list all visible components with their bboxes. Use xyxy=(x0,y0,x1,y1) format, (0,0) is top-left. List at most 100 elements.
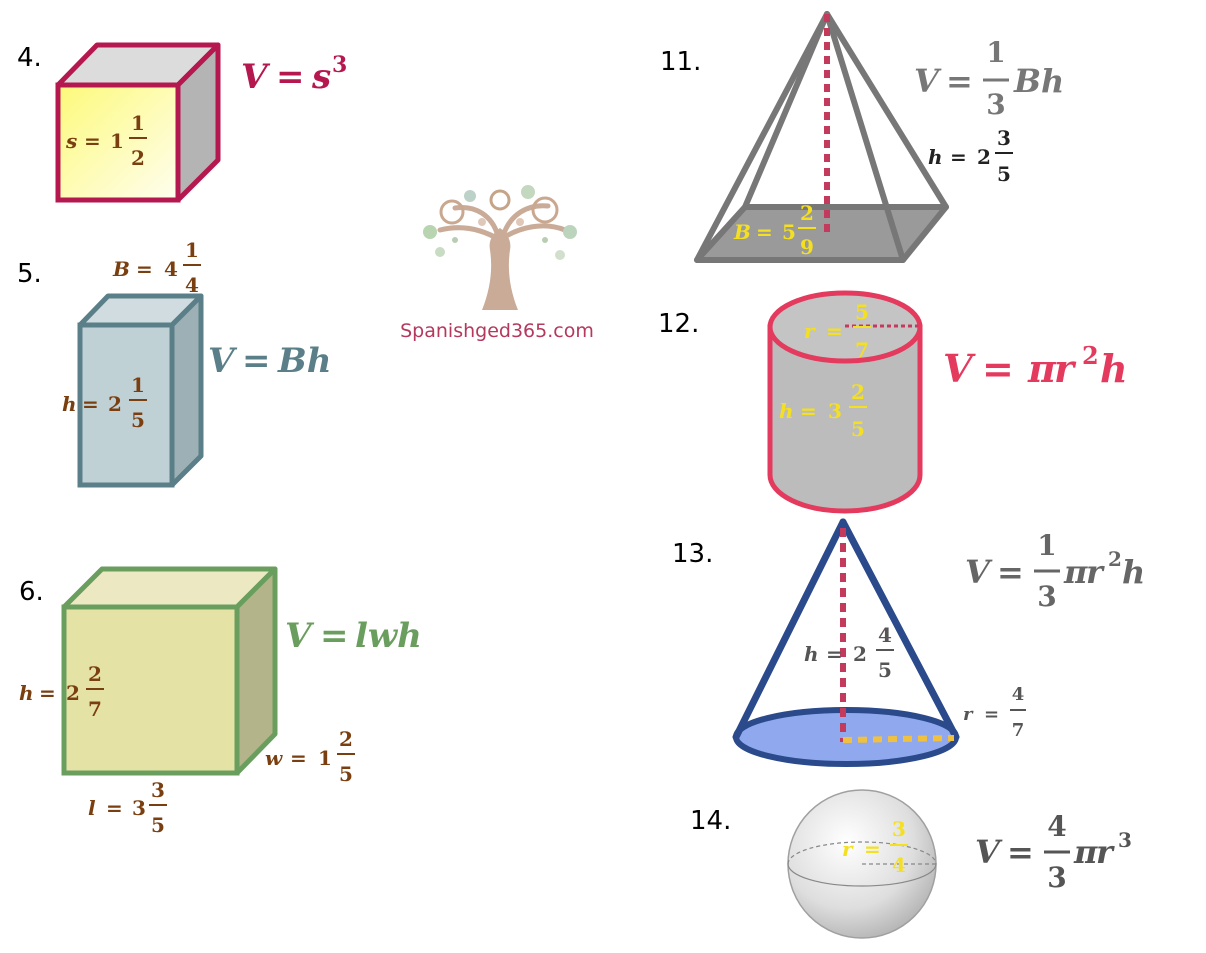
problem-number: 11. xyxy=(660,47,701,77)
svg-text:1: 1 xyxy=(185,238,199,262)
svg-text:r: r xyxy=(1096,833,1115,871)
cylinder-formula: V = π r 2 h xyxy=(943,341,1128,391)
prism-base-label: B = 4 1 4 xyxy=(112,238,201,297)
prism-height-label: h = 2 1 5 xyxy=(62,373,147,432)
svg-text:2: 2 xyxy=(851,380,865,404)
svg-text:h: h xyxy=(779,399,794,423)
svg-text:3: 3 xyxy=(132,796,146,820)
svg-text:=: = xyxy=(136,257,153,281)
svg-text:=: = xyxy=(800,399,817,423)
svg-text:h: h xyxy=(19,681,34,705)
problem-13: 13. h = 2 4 5 r = 4 7 V = 1 3 xyxy=(672,518,1145,767)
svg-text:1: 1 xyxy=(986,36,1005,69)
svg-text:=: = xyxy=(276,57,305,97)
prism-shape xyxy=(77,293,204,488)
svg-text:h: h xyxy=(1122,553,1145,591)
svg-text:2: 2 xyxy=(800,201,814,225)
problem-4: 4. s = 1 1 2 V = s 3 xyxy=(17,42,347,203)
problem-number: 6. xyxy=(19,577,44,607)
svg-text:s: s xyxy=(311,57,331,97)
svg-text:2: 2 xyxy=(131,146,145,170)
svg-text:=: = xyxy=(242,341,271,381)
problem-14: 14. r = 3 4 V = 4 3 π r 3 xyxy=(690,789,1132,939)
svg-text:1: 1 xyxy=(318,746,332,770)
svg-text:5: 5 xyxy=(339,762,353,786)
pyramid-base-label: B = 5 2 9 xyxy=(733,201,816,259)
problem-6: 6. h = 2 2 7 w = 1 2 5 l = 3 3 5 xyxy=(19,566,422,837)
svg-text:5: 5 xyxy=(878,658,892,682)
svg-text:Bh: Bh xyxy=(1013,62,1064,100)
svg-text:=: = xyxy=(950,145,967,169)
svg-text:3: 3 xyxy=(1037,580,1056,613)
svg-text:2: 2 xyxy=(339,727,353,751)
svg-text:=: = xyxy=(982,346,1014,391)
svg-text:B: B xyxy=(733,220,751,244)
svg-text:V: V xyxy=(208,341,238,381)
prism-formula: V = Bh xyxy=(208,341,331,381)
svg-text:r: r xyxy=(1086,553,1105,591)
sphere-shape xyxy=(787,789,937,939)
svg-text:4: 4 xyxy=(1012,684,1025,705)
cylinder-radius-label: r = 5 7 xyxy=(804,300,871,362)
svg-text:1: 1 xyxy=(1037,529,1056,562)
svg-text:l: l xyxy=(88,796,96,820)
sphere-formula: V = 4 3 π r 3 xyxy=(975,810,1132,894)
svg-text:4: 4 xyxy=(892,853,906,877)
svg-text:7: 7 xyxy=(855,338,869,362)
svg-text:2: 2 xyxy=(853,642,867,666)
svg-text:4: 4 xyxy=(1047,810,1066,843)
svg-text:5: 5 xyxy=(851,417,865,441)
box-length-label: l = 3 3 5 xyxy=(88,778,167,837)
pyramid-formula: V = 1 3 Bh xyxy=(914,36,1064,121)
sphere-radius-label: r = 3 4 xyxy=(842,817,908,877)
svg-text:2: 2 xyxy=(1108,547,1122,571)
svg-text:3: 3 xyxy=(1047,861,1066,894)
svg-text:5: 5 xyxy=(131,408,145,432)
svg-text:V: V xyxy=(914,62,942,100)
problem-11: 11. B = 5 2 9 h = 2 3 5 V = xyxy=(660,11,1064,263)
svg-text:h: h xyxy=(928,145,943,169)
svg-text:2: 2 xyxy=(88,662,102,686)
svg-text:3: 3 xyxy=(997,126,1011,150)
svg-text:w: w xyxy=(265,746,283,770)
svg-text:2: 2 xyxy=(1082,341,1099,370)
svg-text:3: 3 xyxy=(986,88,1005,121)
svg-text:9: 9 xyxy=(800,235,814,259)
svg-text:7: 7 xyxy=(1012,720,1025,741)
cube-side-label: s = 1 1 2 xyxy=(65,111,147,170)
svg-text:2: 2 xyxy=(66,681,80,705)
cylinder-shape xyxy=(767,290,923,514)
problem-number: 12. xyxy=(658,309,699,339)
logo: Spanishged365.com xyxy=(400,185,594,342)
svg-text:4: 4 xyxy=(878,623,892,647)
problem-number: 13. xyxy=(672,539,713,569)
svg-text:5: 5 xyxy=(782,220,796,244)
logo-text: Spanishged365.com xyxy=(400,320,594,342)
svg-text:B: B xyxy=(112,257,130,281)
svg-text:h: h xyxy=(804,642,819,666)
svg-text:5: 5 xyxy=(855,300,869,324)
svg-text:1: 1 xyxy=(131,373,145,397)
svg-text:π: π xyxy=(1063,553,1088,591)
cone-formula: V = 1 3 π r 2 h xyxy=(965,529,1145,613)
svg-text:1: 1 xyxy=(110,129,124,153)
svg-text:π: π xyxy=(1073,833,1098,871)
svg-text:π: π xyxy=(1027,346,1057,391)
svg-text:r: r xyxy=(1054,346,1077,391)
problem-number: 5. xyxy=(17,259,42,289)
svg-text:3: 3 xyxy=(828,399,842,423)
svg-text:h: h xyxy=(62,392,77,416)
svg-text:3: 3 xyxy=(332,52,347,78)
cone-radius-label: r = 4 7 xyxy=(963,684,1026,741)
svg-text:V: V xyxy=(241,57,271,97)
svg-text:=: = xyxy=(756,220,773,244)
svg-text:=: = xyxy=(826,642,843,666)
svg-text:=: = xyxy=(946,62,973,100)
problem-number: 4. xyxy=(17,43,42,73)
svg-text:V: V xyxy=(943,346,976,391)
svg-text:h: h xyxy=(1100,346,1128,391)
svg-text:2: 2 xyxy=(977,145,991,169)
box-formula: V = lwh xyxy=(285,616,422,656)
svg-text:lwh: lwh xyxy=(355,616,422,656)
